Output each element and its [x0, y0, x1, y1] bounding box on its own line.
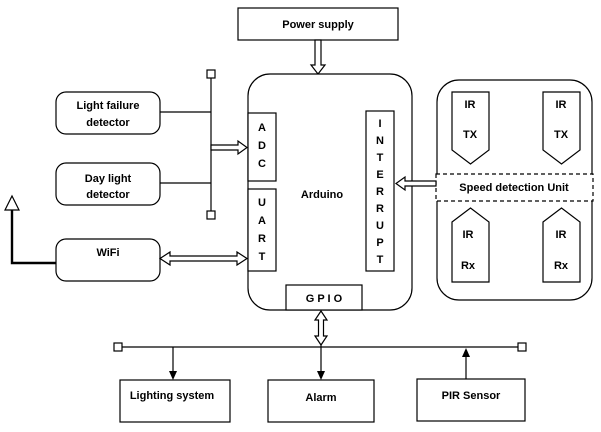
adc-letter: C: [258, 158, 266, 170]
interrupt-letter: T: [377, 152, 384, 164]
day-light-label-line2: detector: [86, 189, 130, 201]
wifi-uart-arrow: [158, 250, 249, 267]
adc-letter: A: [258, 122, 266, 134]
adc-letter: D: [258, 140, 266, 152]
day-light-detector-block: Day light detector: [55, 162, 161, 206]
interrupt-letter: T: [377, 254, 384, 266]
gpio-bus-arrow: [313, 309, 329, 347]
pir-sensor-block: PIR Sensor: [416, 378, 526, 422]
day-light-label-line1: Day light: [85, 173, 132, 185]
alarm-block: Alarm: [267, 379, 375, 423]
lighting-system-block: Lighting system: [119, 379, 231, 423]
antenna-icon: [4, 194, 56, 265]
ir-tx-right-label: IR: [556, 99, 567, 111]
pir-sensor-label: PIR Sensor: [442, 390, 501, 402]
ir-rx-right-label: Rx: [554, 260, 569, 272]
arduino-label: Arduino: [301, 189, 343, 201]
speed-detection-unit-block: IR TX IR TX Speed detection Unit IR Rx I…: [435, 79, 594, 301]
adc-input-arrow: [210, 139, 249, 156]
interrupt-letter: U: [376, 220, 384, 232]
ir-tx-right-label: TX: [554, 129, 569, 141]
gpio-label: G P I O: [306, 293, 343, 305]
interrupt-letter: R: [376, 203, 384, 215]
uart-letter: U: [258, 197, 266, 209]
interrupt-letter: R: [376, 186, 384, 198]
interrupt-letter: I: [378, 118, 381, 130]
ir-rx-left-label: Rx: [461, 260, 476, 272]
alarm-label: Alarm: [305, 392, 336, 404]
ir-rx-left-label: IR: [463, 229, 474, 241]
lighting-system-label: Lighting system: [130, 390, 215, 402]
ir-tx-left-label: TX: [463, 129, 478, 141]
arduino-block: Arduino A D C U A R T I N T E R R U P T …: [247, 73, 413, 311]
uart-letter: T: [259, 251, 266, 263]
light-failure-label-line2: detector: [86, 117, 130, 129]
ir-tx-left-label: IR: [465, 99, 476, 111]
interrupt-letter: E: [376, 169, 383, 181]
light-failure-label-line1: Light failure: [77, 100, 140, 112]
light-failure-detector-block: Light failure detector: [55, 91, 161, 135]
uart-letter: R: [258, 233, 266, 245]
uart-letter: A: [258, 215, 266, 227]
power-supply-block: Power supply: [237, 7, 399, 41]
interrupt-letter: P: [376, 237, 383, 249]
speed-interrupt-arrow: [394, 175, 437, 192]
power-supply-label: Power supply: [282, 19, 354, 31]
speed-unit-label: Speed detection Unit: [459, 182, 569, 194]
interrupt-letter: N: [376, 135, 384, 147]
power-arrow: [309, 39, 327, 75]
wifi-block: WiFi: [55, 238, 161, 282]
ir-rx-right-label: IR: [556, 229, 567, 241]
sensor-bus: [160, 69, 216, 220]
output-bus: [113, 342, 527, 380]
wifi-label: WiFi: [96, 247, 119, 259]
